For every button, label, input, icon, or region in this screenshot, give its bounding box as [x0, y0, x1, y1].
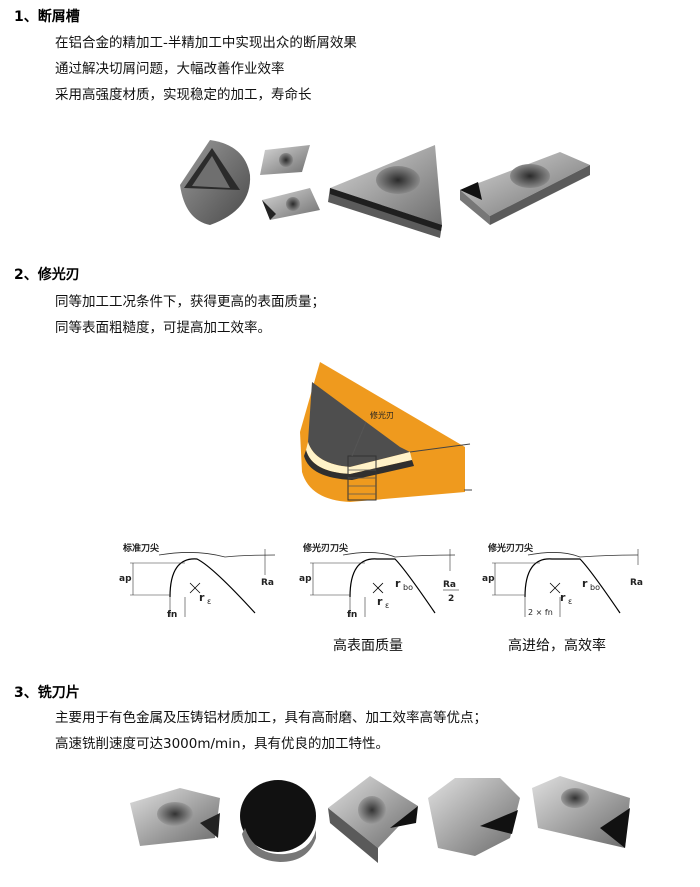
insert-large-triangle — [328, 145, 442, 238]
insert-small-bottom — [262, 188, 320, 220]
wiper-label: 修光刃 — [370, 410, 394, 420]
profile-1-ap: ap — [119, 574, 132, 584]
profile-1-fn: fn — [167, 610, 177, 620]
profile-2-ra-top: Ra — [443, 580, 456, 590]
profile-2-ra-bottom: 2 — [448, 594, 454, 604]
profile-3-r-sub: ε — [568, 597, 572, 606]
caption-high-surface-quality: 高表面质量 — [333, 638, 403, 654]
profile-2-title: 修光刃刀尖 — [302, 542, 349, 554]
profile-1-r-sub: ε — [207, 597, 211, 606]
profile-3-title: 修光刃刀尖 — [487, 542, 534, 554]
profile-standard: 标准刀尖 ap fn r ε Ra — [119, 542, 276, 620]
profile-3-ra: Ra — [630, 578, 643, 588]
milling-insert-2 — [240, 780, 316, 862]
profile-wiper-quality: 修光刃刀尖 ap fn r ε r bo Ra 2 — [299, 542, 459, 620]
milling-insert-1 — [130, 788, 220, 846]
profile-1-title: 标准刀尖 — [122, 542, 160, 554]
section-1-line-2: 通过解决切屑问题，大幅改善作业效率 — [55, 61, 285, 77]
insert-closeup — [180, 140, 251, 225]
section-3-heading: 3、铣刀片 — [14, 685, 80, 701]
section-1-line-3: 采用高强度材质，实现稳定的加工，寿命长 — [55, 87, 312, 103]
profile-wiper-feed: 修光刃刀尖 ap 2 × fn r ε r bo Ra — [482, 542, 643, 617]
section-2-heading: 2、修光刃 — [14, 267, 80, 283]
section-2-line-1: 同等加工工况条件下，获得更高的表面质量； — [55, 294, 325, 310]
profile-2-r: r — [377, 595, 383, 608]
profile-3-ap: ap — [482, 574, 495, 584]
insert-small-top — [260, 145, 310, 175]
milling-insert-5 — [532, 776, 630, 848]
section-3-line-2: 高速铣削速度可达3000m/min，具有优良的加工特性。 — [55, 736, 390, 752]
profile-3-fn: 2 × fn — [528, 608, 553, 617]
profile-1-ra: Ra — [261, 578, 274, 588]
milling-insert-4 — [428, 778, 520, 856]
milling-insert-3 — [328, 776, 418, 863]
section-1-heading: 1、断屑槽 — [14, 9, 80, 25]
profile-3-rbo: r — [582, 577, 588, 590]
insert-rhombus-right — [460, 152, 590, 225]
chip-breaker-inserts-image — [180, 140, 590, 238]
milling-inserts-image — [130, 776, 630, 863]
wiper-edge-figure: 修光刃 — [300, 362, 472, 502]
profile-2-fn: fn — [347, 610, 357, 620]
profile-2-r-sub: ε — [385, 601, 389, 610]
section-3-line-1: 主要用于有色金属及压铸铝材质加工，具有高耐磨、加工效率高等优点； — [55, 710, 487, 726]
profile-2-ap: ap — [299, 574, 312, 584]
section-1-line-1: 在铝合金的精加工-半精加工中实现出众的断屑效果 — [55, 35, 357, 51]
caption-high-feed-efficiency: 高进给，高效率 — [508, 638, 606, 654]
profile-3-r: r — [560, 591, 566, 604]
profile-2-rbo-sub: bo — [403, 583, 413, 592]
profile-2-rbo: r — [395, 577, 401, 590]
profile-1-r: r — [199, 591, 205, 604]
profile-3-rbo-sub: bo — [590, 583, 600, 592]
section-2-line-2: 同等表面粗糙度，可提高加工效率。 — [55, 320, 271, 336]
